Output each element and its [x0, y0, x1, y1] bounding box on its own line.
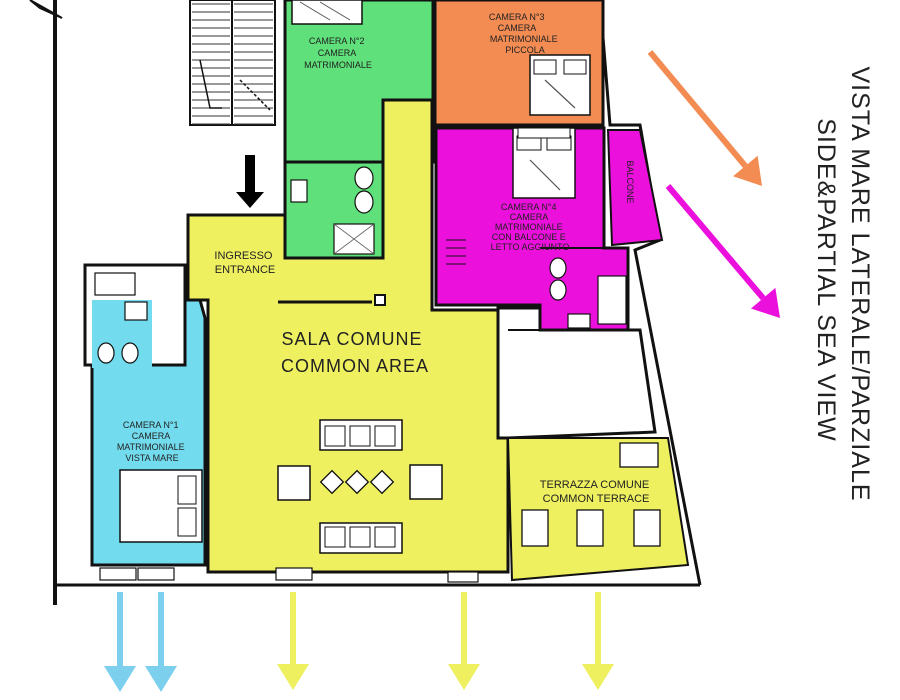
- view-arrow-yellow-icon: [582, 592, 614, 690]
- bidet-icon: [354, 166, 374, 190]
- svg-text:CAMERA N°3 CAMERA: CAMERA N°3 CAMERA MATRIMONIALE PICCOLA: [489, 12, 560, 55]
- sink-icon: [567, 313, 591, 329]
- view-arrows: [104, 50, 780, 692]
- shower-icon: [94, 272, 136, 296]
- room-camera-1-line: MATRIMONIALE: [117, 442, 185, 452]
- room-sala-comune: SALA COMUNE COMMON AREA INGRESSO ENTRANC…: [186, 98, 510, 574]
- room-camera-4-line: MATRIMONIALE: [495, 222, 563, 232]
- entrance-arrow-icon: [236, 155, 264, 208]
- view-arrow-blue-icon: [145, 592, 177, 692]
- room-camera-1-line: CAMERA N°1: [123, 420, 179, 430]
- sink-icon: [290, 179, 308, 203]
- svg-text:CAMERA N°4 CAMERA: CAMERA N°4 CAMERA MATRIMONIALE CON BALCO…: [491, 202, 570, 252]
- coffee-tables: [319, 469, 395, 495]
- room-camera-4: CAMERA N°4 CAMERA MATRIMONIALE CON BALCO…: [434, 126, 630, 332]
- sink-icon: [124, 301, 148, 321]
- room-terrazza-fill: [508, 438, 688, 580]
- room-camera-1: CAMERA N°1 CAMERA MATRIMONIALE VISTA MAR…: [83, 263, 207, 567]
- room-camera-4-line: CAMERA N°4: [501, 202, 557, 212]
- room-camera-4-line: CON BALCONE E: [492, 232, 566, 242]
- armchair-icon: [277, 465, 311, 501]
- view-arrow-orange-icon: [647, 50, 762, 186]
- sofa-icon: [319, 419, 403, 451]
- svg-text:SALA COMUNE COMMON AREA: SALA COMUNE COMMON AREA: [281, 329, 429, 376]
- room-ingresso-line: ENTRANCE: [215, 264, 276, 276]
- room-camera-2-line: CAMERA N°2: [309, 36, 365, 46]
- room-terrazza: TERRAZZA COMUNE COMMON TERRACE: [506, 437, 690, 582]
- room-camera-1-line: CAMERA: [132, 431, 171, 441]
- view-arrow-blue-icon: [104, 592, 136, 692]
- view-arrow-yellow-icon: [277, 592, 309, 690]
- room-camera-3: CAMERA N°3 CAMERA MATRIMONIALE PICCOLA: [433, 0, 605, 127]
- room-camera-2-fill: [285, 0, 432, 162]
- toilet-icon: [97, 342, 115, 364]
- svg-text:CAMERA N°2 CAMERA: CAMERA N°2 CAMERA MATRIMONIALE: [304, 36, 372, 70]
- room-camera-2-line: MATRIMONIALE: [304, 60, 372, 70]
- room-camera-4-line: LETTO AGGIUNTO: [491, 242, 570, 252]
- sofa-bed-icon: [517, 127, 571, 139]
- room-sala-comune-fill: [188, 100, 508, 572]
- room-balcone-label: BALCONE: [625, 160, 635, 203]
- svg-text:CAMERA N°1 CAMERA: CAMERA N°1 CAMERA MATRIMONIALE VISTA MAR…: [117, 420, 187, 463]
- room-unlabeled: [496, 306, 657, 440]
- room-sala-comune-line: COMMON AREA: [281, 356, 429, 376]
- room-terrazza-line: COMMON TERRACE: [543, 493, 650, 505]
- room-camera-3-line: CAMERA N°3: [489, 12, 545, 22]
- room-camera-4-line: CAMERA: [510, 212, 549, 222]
- bidet-icon: [549, 279, 567, 301]
- compass-icon: [29, 0, 63, 19]
- room-camera-3-line: MATRIMONIALE: [490, 34, 558, 44]
- toilet-icon: [354, 190, 374, 214]
- view-arrow-magenta-icon: [665, 184, 780, 318]
- sofa-icon: [319, 522, 403, 554]
- window-markers: [99, 567, 479, 583]
- room-camera-1-line: VISTA MARE: [125, 453, 178, 463]
- room-balcone-fill: [608, 130, 662, 245]
- room-camera-3-line: CAMERA: [498, 23, 537, 33]
- svg-text:INGRESSO ENTRANCE: INGRESSO ENTRANCE: [214, 250, 275, 276]
- bidet-icon: [121, 342, 139, 364]
- room-sala-comune-line: SALA COMUNE: [281, 329, 422, 349]
- shower-icon: [597, 275, 627, 325]
- view-arrow-yellow-icon: [448, 592, 480, 690]
- svg-text:TERRAZZA COMUNE COMMON T: TERRAZZA COMUNE COMMON TERRACE: [540, 479, 652, 505]
- room-balcone: BALCONE: [606, 129, 664, 247]
- room-camera-2-line: CAMERA: [318, 48, 357, 58]
- toilet-icon: [549, 257, 567, 279]
- room-terrazza-line: TERRAZZA COMUNE: [540, 479, 649, 491]
- room-ingresso-line: INGRESSO: [214, 250, 273, 262]
- dining-table-icon: [521, 442, 661, 547]
- room-camera-3-line: PICCOLA: [505, 45, 545, 55]
- side-caption-line-2: SIDE&PARTIAL SEA VIEW: [812, 118, 840, 441]
- armchair-icon: [409, 464, 443, 500]
- staircase: [189, 0, 276, 126]
- room-camera-4-fill: [436, 128, 628, 330]
- side-caption-line-1: VISTA MARE LATERALE/PARZIALE: [846, 66, 874, 501]
